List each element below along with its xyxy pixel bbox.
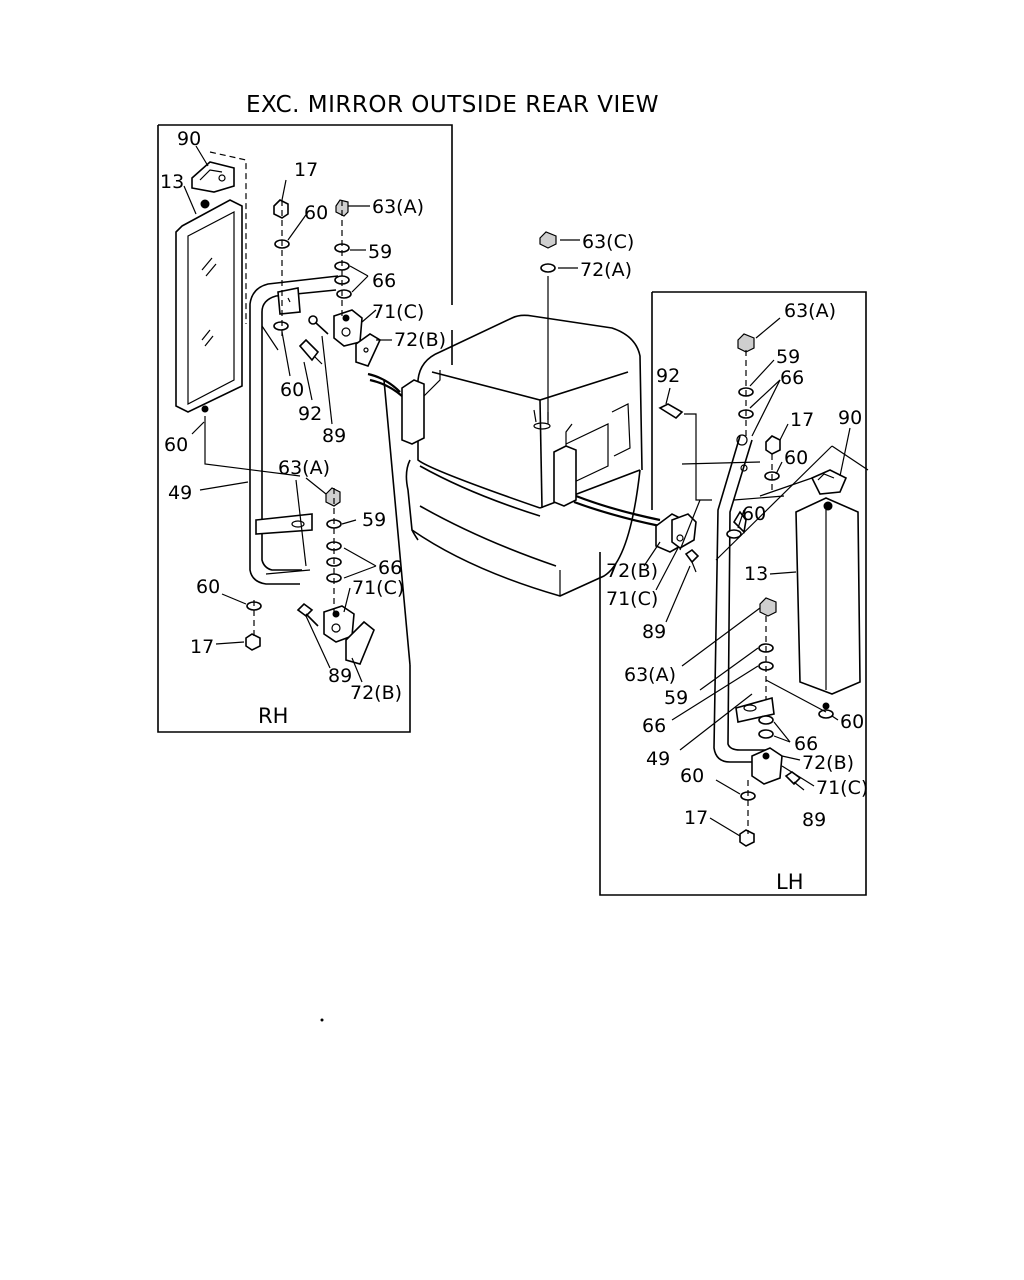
rh-assembly-lines	[204, 151, 343, 640]
callout-lh-66-mid: 66	[642, 715, 666, 737]
rh-label: RH	[258, 704, 288, 728]
callout-lh-71c-top: 71(C)	[606, 588, 658, 610]
callout-rh-72b-bot: 72(B)	[350, 682, 402, 704]
rh-stay-arm-49	[249, 275, 339, 585]
rh-panel	[157, 124, 453, 733]
lh-callouts: 63(A) 59 66 92 17 90 60 60 72(B) 71(C) 8…	[606, 300, 868, 894]
callout-center-72a: 72(A)	[580, 259, 632, 281]
callout-rh-89-bot: 89	[328, 665, 352, 687]
rh-bracket-90	[191, 161, 235, 193]
cab-body	[367, 231, 661, 597]
rh-mirror-13	[175, 199, 243, 413]
callout-rh-60-a: 60	[304, 202, 328, 224]
callout-lh-90: 90	[838, 407, 862, 429]
callout-lh-92: 92	[656, 365, 680, 387]
rh-lower-hardware	[245, 487, 375, 665]
callout-lh-71c-bot: 71(C)	[816, 777, 868, 799]
callout-rh-71c-bot: 71(C)	[352, 577, 404, 599]
lh-hardware	[655, 333, 834, 847]
callout-lh-72b-bot: 72(B)	[802, 752, 854, 774]
callout-rh-59-top: 59	[368, 241, 392, 263]
callout-lh-49: 49	[646, 748, 670, 770]
callout-rh-17-top: 17	[294, 159, 318, 181]
lh-leaders	[643, 317, 851, 837]
rh-upper-hardware	[273, 199, 382, 367]
callout-rh-60-b: 60	[280, 379, 304, 401]
center-callouts: 63(C) 72(A)	[580, 231, 634, 281]
diagram-title: EXC. MIRROR OUTSIDE REAR VIEW	[246, 92, 659, 118]
callout-lh-17-bot: 17	[684, 807, 708, 829]
callout-rh-71c-top: 71(C)	[372, 301, 424, 323]
callout-rh-92: 92	[298, 403, 322, 425]
callout-lh-17-top: 17	[790, 409, 814, 431]
callout-rh-49: 49	[168, 482, 192, 504]
callout-rh-59-bot: 59	[362, 509, 386, 531]
callout-rh-90: 90	[177, 128, 201, 150]
lh-assembly-lines	[679, 350, 869, 834]
callout-lh-66-top: 66	[780, 367, 804, 389]
callout-rh-13: 13	[160, 171, 184, 193]
callout-lh-60-d: 60	[680, 765, 704, 787]
callout-lh-59-bot: 59	[664, 687, 688, 709]
callout-rh-63a-top: 63(A)	[372, 196, 424, 218]
callout-lh-72b-top: 72(B)	[606, 560, 658, 582]
callout-lh-13: 13	[744, 563, 768, 585]
callout-rh-66-bot: 66	[378, 557, 402, 579]
rh-leaders	[183, 145, 392, 683]
callout-rh-72b-top: 72(B)	[394, 329, 446, 351]
callout-lh-60-c: 60	[840, 711, 864, 733]
stray-dot	[320, 1018, 324, 1022]
callout-lh-59-top: 59	[776, 346, 800, 368]
lh-panel	[599, 291, 869, 896]
callout-lh-89-top: 89	[642, 621, 666, 643]
callout-lh-63a-top: 63(A)	[784, 300, 836, 322]
lh-bracket-90	[810, 469, 848, 495]
callout-rh-60-c: 60	[164, 434, 188, 456]
callout-lh-63a-bot: 63(A)	[624, 664, 676, 686]
callout-lh-60-b: 60	[742, 503, 766, 525]
callout-rh-66-top: 66	[372, 270, 396, 292]
callout-rh-17-bot: 17	[190, 636, 214, 658]
rh-callouts: 90 13 17 60 63(A) 59 66 71(C) 72(B) 60 9…	[160, 128, 446, 728]
lh-label: LH	[776, 870, 804, 894]
callout-center-63c: 63(C)	[582, 231, 634, 253]
callout-lh-66-bot: 66	[794, 733, 818, 755]
callout-rh-89-top: 89	[322, 425, 346, 447]
callout-rh-63a-bot: 63(A)	[278, 457, 330, 479]
callout-rh-60-d: 60	[196, 576, 220, 598]
callout-lh-89-bot: 89	[802, 809, 826, 831]
callout-lh-60-a: 60	[784, 447, 808, 469]
lh-mirror-13	[795, 497, 861, 710]
